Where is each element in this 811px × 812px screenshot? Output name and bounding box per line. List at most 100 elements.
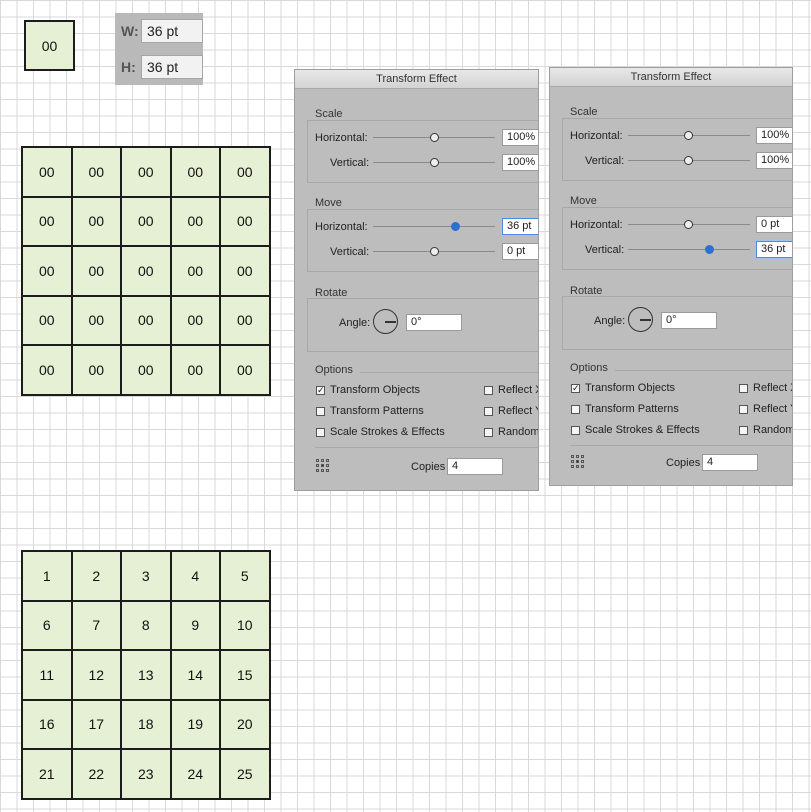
grid-cell: 00 <box>220 295 270 345</box>
grid-cell: 00 <box>22 345 72 395</box>
copies-divider <box>315 447 538 448</box>
grid-cell: 21 <box>22 749 72 799</box>
grid-cell: 2 <box>71 551 121 601</box>
grid-zeros: 00 00 00 00 00 00 00 00 00 00 00 00 00 0… <box>21 146 271 396</box>
single-cell: 00 <box>24 20 75 71</box>
scale-horizontal-input[interactable]: 100% <box>756 127 792 144</box>
move-section <box>307 209 538 272</box>
scale-horizontal-label: Horizontal: <box>315 132 368 144</box>
reflect-x-checkbox[interactable] <box>739 384 748 393</box>
move-vertical-input[interactable]: 0 pt <box>502 243 538 260</box>
grid-cell: 8 <box>121 600 171 650</box>
width-label: W: <box>121 23 139 39</box>
grid-cell: 11 <box>22 650 72 700</box>
move-horizontal-slider[interactable] <box>373 226 495 227</box>
transform-objects-checkbox[interactable]: ✓ <box>316 385 325 395</box>
random-label: Random <box>753 424 793 436</box>
grid-cell: 00 <box>22 246 72 296</box>
reflect-x-checkbox[interactable] <box>484 386 493 395</box>
angle-input[interactable]: 0° <box>661 312 717 329</box>
scale-horizontal-knob[interactable] <box>684 131 693 140</box>
scale-strokes-checkbox[interactable] <box>316 428 325 437</box>
move-horizontal-knob[interactable] <box>684 220 693 229</box>
scale-strokes-checkbox[interactable] <box>571 426 580 435</box>
grid-cell: 00 <box>71 196 121 246</box>
scale-label: Scale <box>570 106 598 118</box>
move-vertical-label: Vertical: <box>330 246 370 258</box>
scale-horizontal-input[interactable]: 100% <box>502 129 538 146</box>
scale-vertical-input[interactable]: 100% <box>502 154 538 171</box>
transform-objects-label: Transform Objects <box>330 384 421 396</box>
grid-cell: 00 <box>71 147 121 197</box>
copies-input[interactable]: 4 <box>447 458 503 475</box>
grid-cell: 13 <box>121 650 171 700</box>
grid-cell: 15 <box>220 650 270 700</box>
move-vertical-slider[interactable] <box>628 249 750 250</box>
grid-cell: 00 <box>121 196 171 246</box>
grid-cell: 19 <box>170 699 220 749</box>
move-vertical-knob[interactable] <box>430 247 439 256</box>
move-horizontal-knob[interactable] <box>451 222 460 231</box>
grid-cell: 00 <box>22 147 72 197</box>
grid-cell: 18 <box>121 699 171 749</box>
reference-point-icon[interactable] <box>571 455 585 469</box>
transform-objects-checkbox[interactable]: ✓ <box>571 383 580 393</box>
grid-cell: 7 <box>71 600 121 650</box>
scale-horizontal-label: Horizontal: <box>570 130 623 142</box>
angle-dial-icon[interactable] <box>628 307 653 332</box>
copies-input[interactable]: 4 <box>702 454 758 471</box>
transform-objects-label: Transform Objects <box>585 382 676 394</box>
transform-effect-panel-horizontal: Transform Effect Scale Horizontal: 100% … <box>294 69 539 491</box>
angle-dial-icon[interactable] <box>373 309 398 334</box>
grid-cell: 16 <box>22 699 72 749</box>
scale-horizontal-knob[interactable] <box>430 133 439 142</box>
transform-patterns-checkbox[interactable] <box>316 407 325 416</box>
rotate-label: Rotate <box>570 285 603 297</box>
move-horizontal-input[interactable]: 36 pt <box>502 218 538 235</box>
scale-vertical-input[interactable]: 100% <box>756 152 792 169</box>
move-vertical-input[interactable]: 36 pt <box>756 241 792 258</box>
transform-patterns-checkbox[interactable] <box>571 405 580 414</box>
options-divider <box>360 372 538 373</box>
grid-cell: 00 <box>121 345 171 395</box>
grid-cell: 17 <box>71 699 121 749</box>
height-label: H: <box>121 59 136 75</box>
options-label: Options <box>315 364 353 376</box>
grid-cell: 00 <box>220 345 270 395</box>
grid-cell: 00 <box>121 295 171 345</box>
grid-cell: 00 <box>71 295 121 345</box>
grid-cell: 00 <box>220 196 270 246</box>
grid-cell: 00 <box>170 295 220 345</box>
grid-cell: 20 <box>220 699 270 749</box>
random-checkbox[interactable] <box>484 428 493 437</box>
grid-cell: 24 <box>170 749 220 799</box>
scale-vertical-label: Vertical: <box>585 155 625 167</box>
rotate-section <box>562 296 792 350</box>
scale-vertical-knob[interactable] <box>430 158 439 167</box>
move-label: Move <box>570 195 597 207</box>
reflect-y-checkbox[interactable] <box>484 407 493 416</box>
random-checkbox[interactable] <box>739 426 748 435</box>
move-horizontal-input[interactable]: 0 pt <box>756 216 792 233</box>
height-input[interactable]: 36 pt <box>141 55 203 79</box>
grid-cell: 12 <box>71 650 121 700</box>
rotate-section <box>307 298 538 352</box>
random-label: Random <box>498 426 539 438</box>
grid-cell: 5 <box>220 551 270 601</box>
scale-strokes-label: Scale Strokes & Effects <box>585 424 700 436</box>
reference-point-icon[interactable] <box>316 459 330 473</box>
grid-cell: 00 <box>170 345 220 395</box>
copies-label: Copies <box>666 457 701 469</box>
scale-section <box>562 118 792 181</box>
panel-title: Transform Effect <box>295 70 538 89</box>
reflect-y-checkbox[interactable] <box>739 405 748 414</box>
grid-cell: 00 <box>170 147 220 197</box>
scale-vertical-knob[interactable] <box>684 156 693 165</box>
grid-cell: 23 <box>121 749 171 799</box>
width-input[interactable]: 36 pt <box>141 19 203 43</box>
angle-input[interactable]: 0° <box>406 314 462 331</box>
grid-cell: 3 <box>121 551 171 601</box>
grid-cell: 9 <box>170 600 220 650</box>
reflect-x-label: Reflect X <box>753 382 792 394</box>
move-vertical-knob[interactable] <box>705 245 714 254</box>
